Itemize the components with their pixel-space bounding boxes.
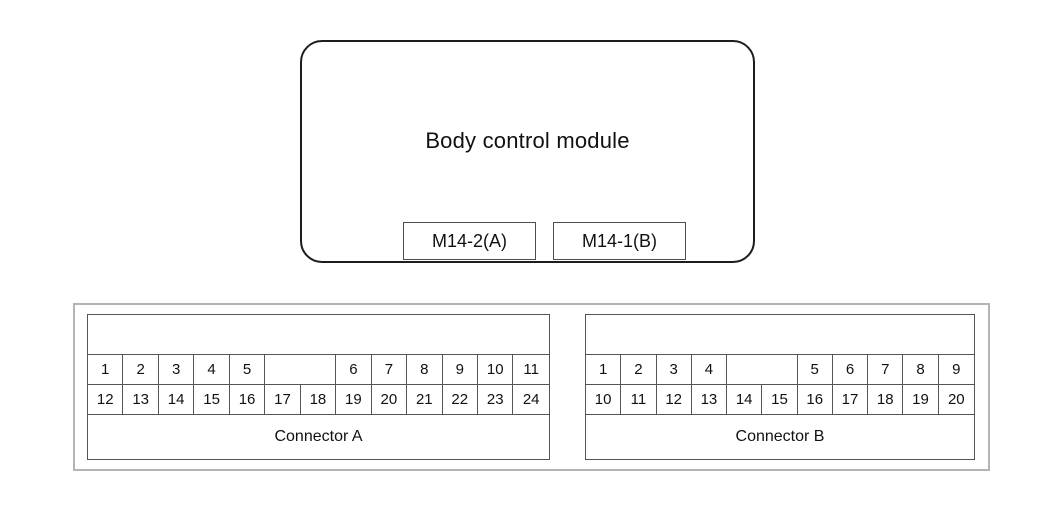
pin-cell[interactable]: 8: [407, 355, 443, 384]
pin-cell[interactable]: 9: [443, 355, 478, 384]
pin-cell-blank: [727, 355, 798, 384]
pin-cell[interactable]: 6: [336, 355, 372, 384]
pin-cell[interactable]: 7: [372, 355, 408, 384]
pin-cell[interactable]: 13: [123, 385, 159, 414]
pin-cell[interactable]: 19: [336, 385, 372, 414]
pin-cell[interactable]: 15: [194, 385, 230, 414]
connector-b-label: Connector B: [735, 428, 825, 445]
pin-cell[interactable]: 23: [478, 385, 514, 414]
pin-cell[interactable]: 21: [407, 385, 443, 414]
pin-cell[interactable]: 20: [947, 391, 965, 408]
pin-cell-blank: [265, 355, 337, 384]
pin-cell[interactable]: 17: [833, 385, 869, 414]
pin-cell[interactable]: 20: [372, 385, 408, 414]
pin-cell[interactable]: 14: [727, 385, 763, 414]
pin-cell[interactable]: 8: [903, 355, 939, 384]
pin-cell[interactable]: 1: [586, 355, 622, 384]
pin-cell[interactable]: 3: [159, 355, 195, 384]
pin-cell[interactable]: 18: [868, 385, 904, 414]
pin-cell[interactable]: 4: [692, 355, 728, 384]
pin-cell[interactable]: 14: [159, 385, 195, 414]
pin-cell[interactable]: 11: [621, 385, 657, 414]
pin-cell[interactable]: 16: [230, 385, 266, 414]
pin-cell[interactable]: 16: [798, 385, 833, 414]
module-connector-tab-b[interactable]: M14-1(B): [553, 222, 686, 260]
connector-a-header-strip: [88, 315, 549, 355]
pin-cell[interactable]: 5: [230, 355, 266, 384]
pin-cell[interactable]: 3: [657, 355, 692, 384]
pin-cell[interactable]: 2: [123, 355, 159, 384]
connector-b-header-strip: [586, 315, 974, 355]
pin-cell[interactable]: 1: [88, 355, 124, 384]
pin-cell[interactable]: 12: [88, 385, 124, 414]
pin-cell[interactable]: 4: [194, 355, 230, 384]
pin-cell[interactable]: 18: [301, 385, 337, 414]
pin-cell[interactable]: 6: [833, 355, 869, 384]
pin-cell[interactable]: 15: [762, 385, 798, 414]
pin-cell[interactable]: 12: [657, 385, 692, 414]
pin-cell[interactable]: 10: [586, 385, 622, 414]
pin-cell[interactable]: 24: [522, 391, 540, 408]
pin-cell[interactable]: 19: [903, 385, 939, 414]
pin-cell[interactable]: 17: [265, 385, 301, 414]
pin-cell[interactable]: 13: [692, 385, 728, 414]
pin-cell[interactable]: 10: [478, 355, 514, 384]
pin-cell[interactable]: 2: [621, 355, 657, 384]
pin-cell[interactable]: 11: [523, 361, 539, 378]
pin-cell[interactable]: 9: [952, 361, 961, 378]
pin-cell[interactable]: 5: [798, 355, 833, 384]
module-connector-tab-a[interactable]: M14-2(A): [403, 222, 536, 260]
pin-cell[interactable]: 22: [443, 385, 478, 414]
connector-a-label: Connector A: [274, 428, 363, 445]
pin-cell[interactable]: 7: [868, 355, 904, 384]
module-title: Body control module: [425, 128, 630, 153]
